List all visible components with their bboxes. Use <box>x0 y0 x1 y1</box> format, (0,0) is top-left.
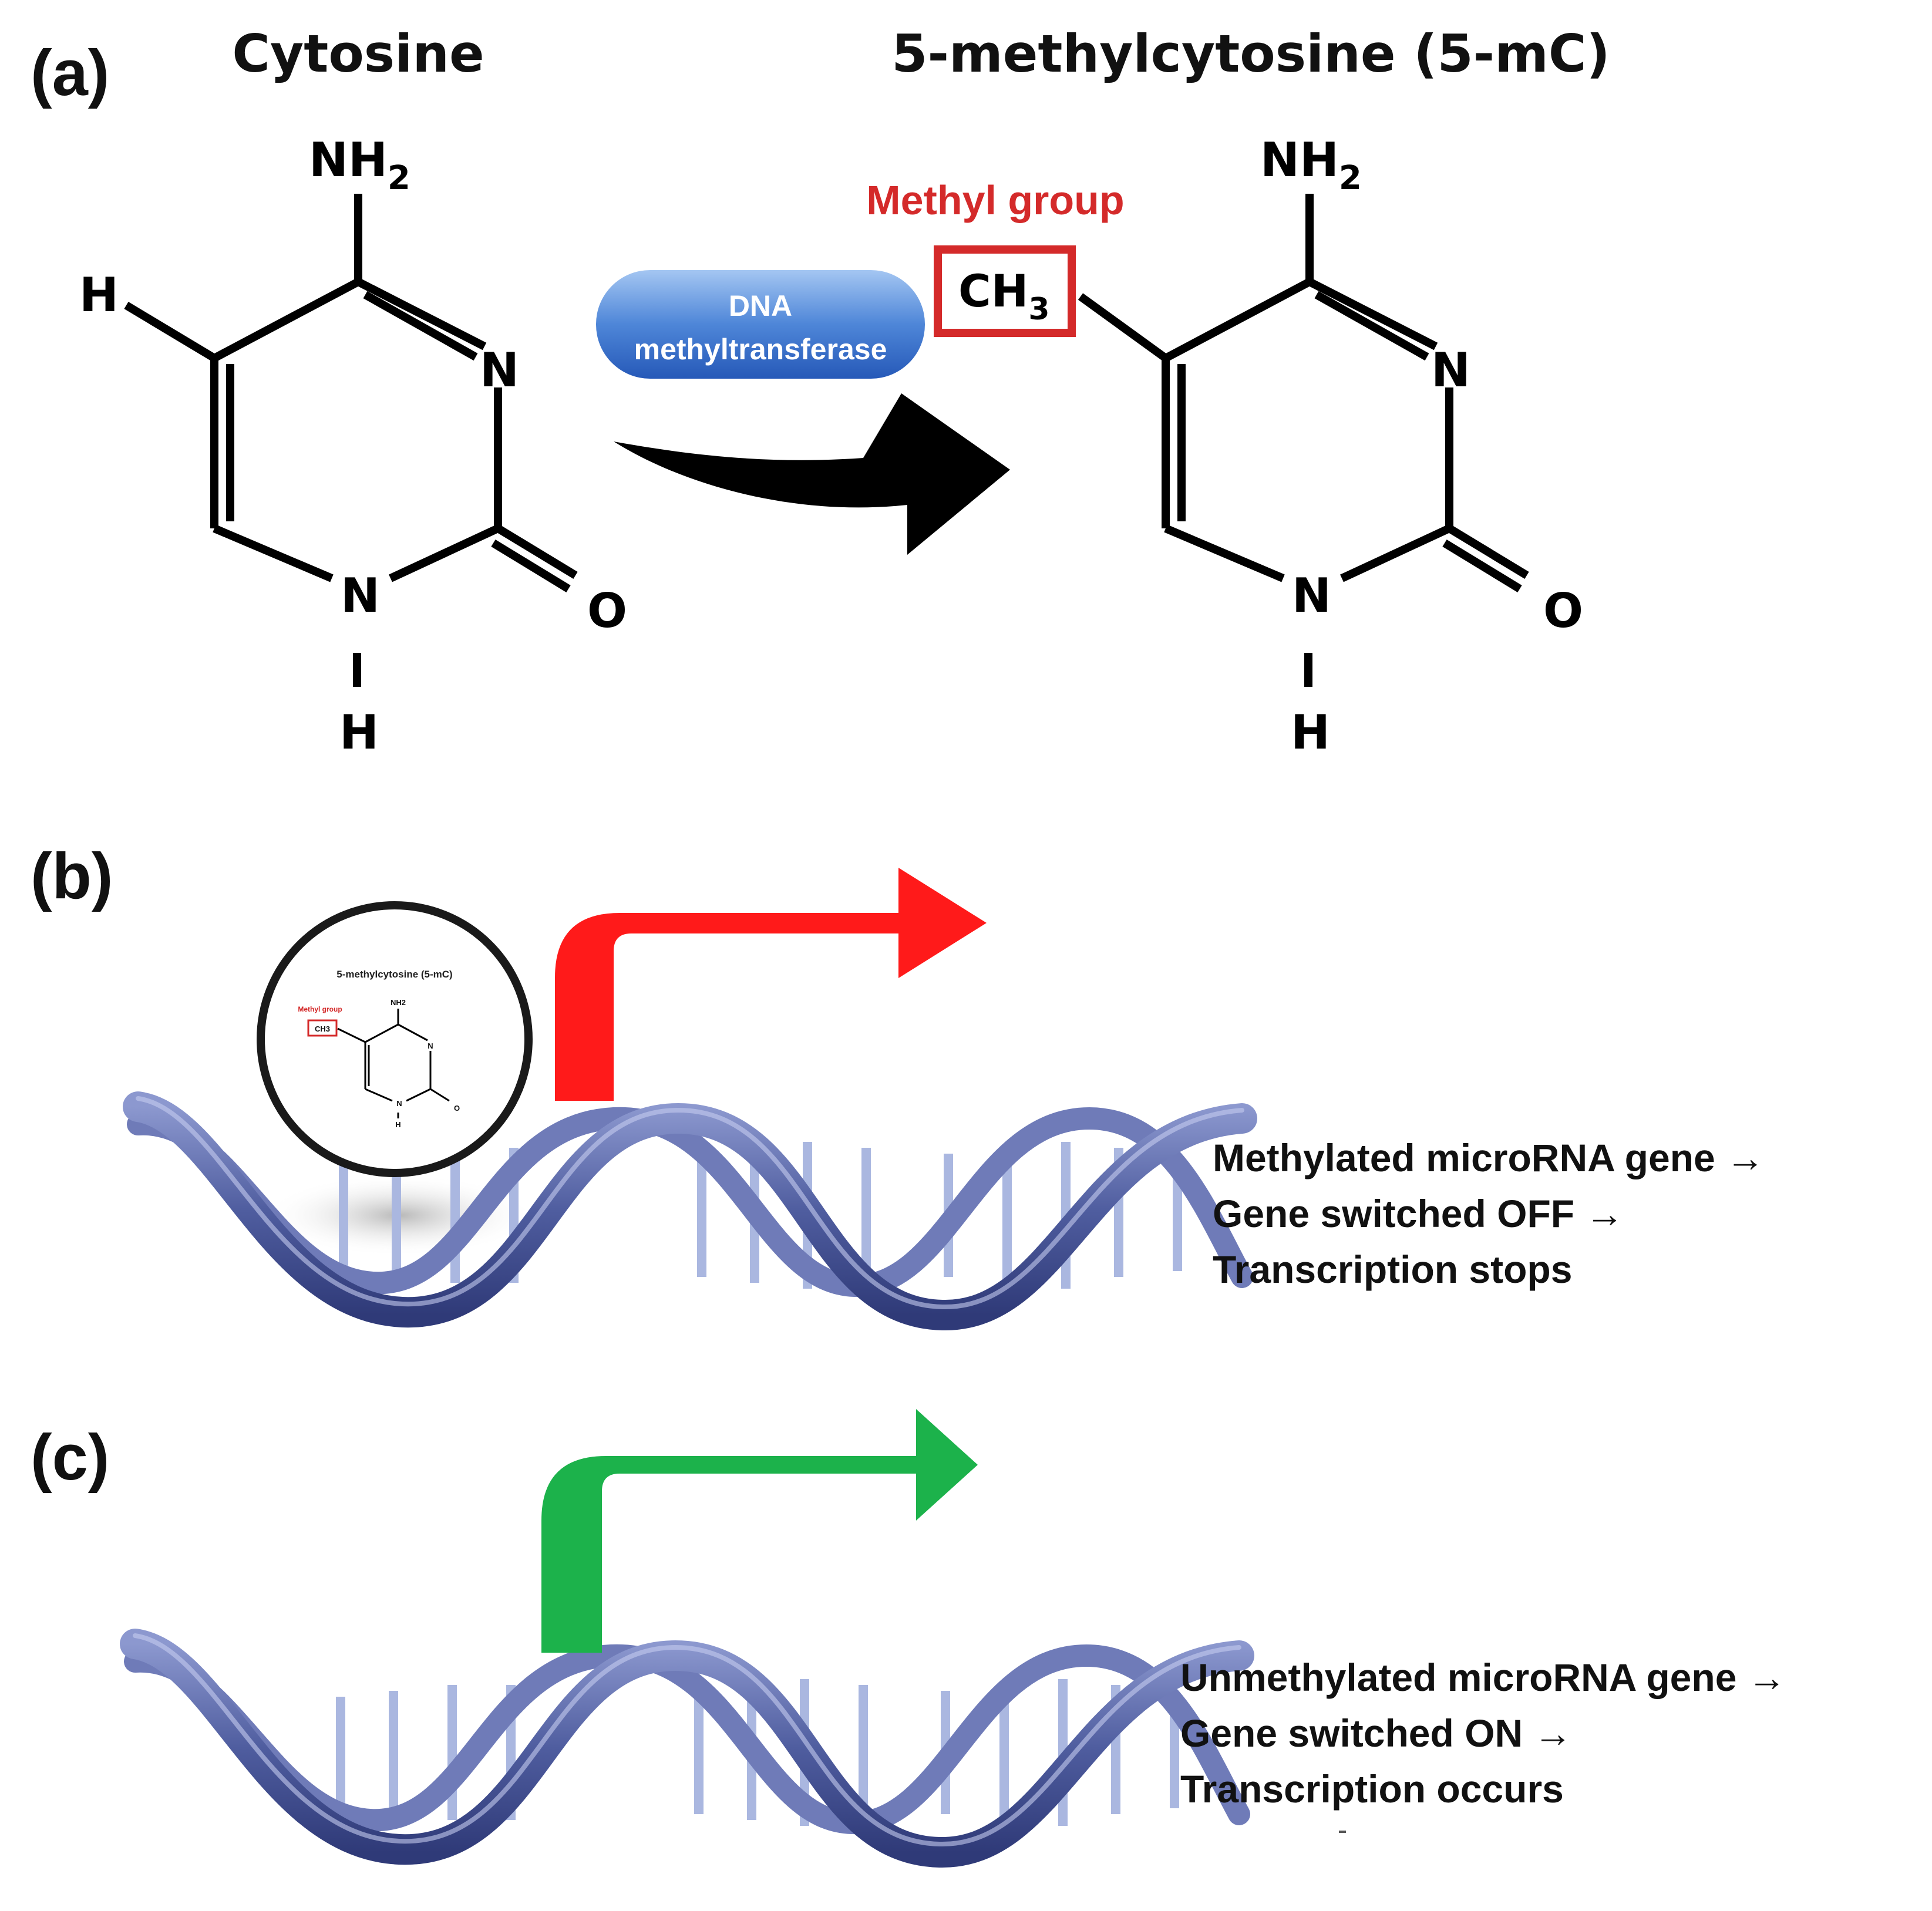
inset-n1: N <box>396 1099 402 1108</box>
inset-ring <box>337 1009 450 1118</box>
panel-b-label: (b) <box>31 840 113 912</box>
transcription-arrow-off <box>555 868 987 1101</box>
methylated-status-line1: Methylated microRNA gene → <box>1213 1136 1765 1179</box>
methylated-status-line2: Gene switched OFF → <box>1213 1192 1624 1235</box>
enzyme-line2: methyltransferase <box>634 333 887 366</box>
methyl-box <box>934 245 1076 337</box>
inset-n3: N <box>428 1042 433 1050</box>
dna-helix-unmethylated <box>135 1636 1239 1852</box>
unmethylated-status-line2: Gene switched ON → <box>1180 1711 1572 1755</box>
stray-mark <box>1339 1831 1346 1833</box>
methylcytosine-amine: NH2 <box>1260 133 1362 197</box>
enzyme-line1: DNA <box>729 289 792 322</box>
cytosine-n1: N <box>341 568 380 623</box>
enzyme-pill <box>596 270 925 379</box>
cytosine-h1: H <box>339 705 379 760</box>
methylcytosine-structure: NH2 N N O H <box>1078 133 1583 760</box>
cytosine-h5: H <box>79 268 119 322</box>
cytosine-n3: N <box>480 343 519 397</box>
inset-methyl-label: Methyl group <box>298 1005 342 1013</box>
methylcytosine-n3: N <box>1431 343 1470 397</box>
cytosine-amine: NH2 <box>309 133 410 197</box>
panel-c: (c) Unmethylated microRNA gene → Gene sw… <box>31 1409 1786 1852</box>
methylcytosine-n1: N <box>1292 568 1331 623</box>
transcription-arrow-on <box>541 1409 978 1653</box>
inset-circle <box>257 901 533 1177</box>
unmethylated-status-line1: Unmethylated microRNA gene → <box>1180 1656 1786 1699</box>
methylcytosine-oxygen: O <box>1543 584 1583 638</box>
inset-methyl-text: CH3 <box>315 1024 330 1033</box>
inset-methyl-box <box>307 1019 338 1037</box>
inset-amine: NH2 <box>391 998 406 1007</box>
inset-oxygen: O <box>454 1104 460 1113</box>
methyl-group-label: Methyl group <box>866 177 1124 223</box>
cytosine-structure: NH2 N N O H H <box>79 133 627 760</box>
panel-a: (a) Cytosine 5-methylcytosine (5-mC) NH2… <box>31 23 1610 760</box>
reaction-arrow <box>614 393 1010 555</box>
enzyme-label: DNA methyltransferase <box>596 270 925 379</box>
inset-hydrogen: H <box>395 1120 400 1129</box>
unmethylated-status-line3: Transcription occurs <box>1180 1767 1564 1811</box>
cytosine-oxygen: O <box>587 584 627 638</box>
cytosine-title: Cytosine <box>232 23 484 84</box>
methylated-status-line3: Transcription stops <box>1213 1248 1572 1291</box>
panel-c-label: (c) <box>31 1421 109 1494</box>
methyl-text: CH3 <box>958 265 1050 327</box>
methylcytosine-title: 5-methylcytosine (5-mC) <box>891 23 1610 84</box>
methyl-inset: 5-methylcytosine (5-mC) Methyl group CH3… <box>257 901 533 1177</box>
panel-a-label: (a) <box>31 37 109 109</box>
inset-title: 5-methylcytosine (5-mC) <box>336 969 452 980</box>
methylcytosine-h1: H <box>1291 705 1330 760</box>
panel-b: (b) 5-methylcytosine (5-mC) Methyl group… <box>31 840 1765 1315</box>
